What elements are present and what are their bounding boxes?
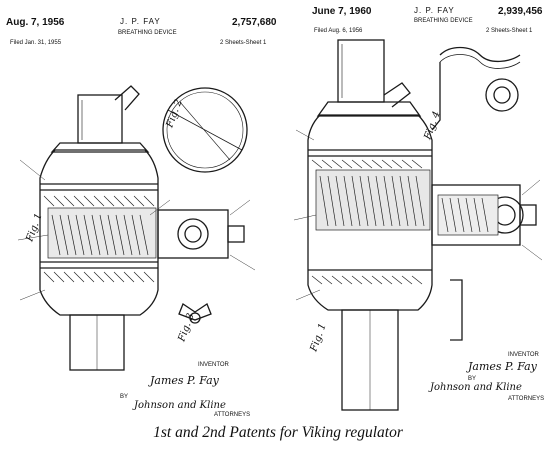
- filed-date: Filed Jan. 31, 1955: [10, 40, 62, 46]
- attorneys-signature: Johnson and Kline: [430, 382, 522, 393]
- sheets-count: 2 Sheets-Sheet 1: [486, 28, 533, 34]
- patent-number: 2,757,680: [232, 17, 277, 28]
- patent-date: Aug. 7, 1956: [6, 17, 65, 28]
- attorneys-label: ATTORNEYS: [214, 412, 251, 418]
- patent-title: BREATHING DEVICE: [118, 30, 177, 36]
- image-caption: 1st and 2nd Patents for Viking regulator: [153, 424, 403, 441]
- inventor-label: INVENTOR: [198, 362, 229, 368]
- left-patent-sheet: Aug. 7, 1956 J. P. FAY 2,757,680 BREATHI…: [0, 0, 285, 420]
- right-patent-sheet: June 7, 1960 J. P. FAY 2,939,456 BREATHI…: [290, 0, 556, 420]
- filed-date: Filed Aug. 6, 1956: [314, 28, 363, 34]
- inventor-label: INVENTOR: [508, 352, 539, 358]
- inventor-name: James P. Fay: [150, 374, 219, 387]
- sheets-count: 2 Sheets-Sheet 1: [220, 40, 267, 46]
- inventor-header: J. P. FAY: [120, 17, 161, 26]
- by-label: BY: [120, 394, 129, 400]
- regulator-drawing: [17, 85, 256, 371]
- inventor-name: James P. Fay: [468, 360, 537, 373]
- regulator-drawing: [293, 39, 543, 411]
- patent-title: BREATHING DEVICE: [414, 18, 473, 24]
- patent-number: 2,939,456: [498, 6, 543, 17]
- patent-date: June 7, 1960: [312, 6, 372, 17]
- by-label: BY: [468, 376, 477, 382]
- inventor-header: J. P. FAY: [414, 6, 455, 15]
- attorneys-signature: Johnson and Kline: [134, 400, 226, 411]
- attorneys-label: ATTORNEYS: [508, 396, 545, 402]
